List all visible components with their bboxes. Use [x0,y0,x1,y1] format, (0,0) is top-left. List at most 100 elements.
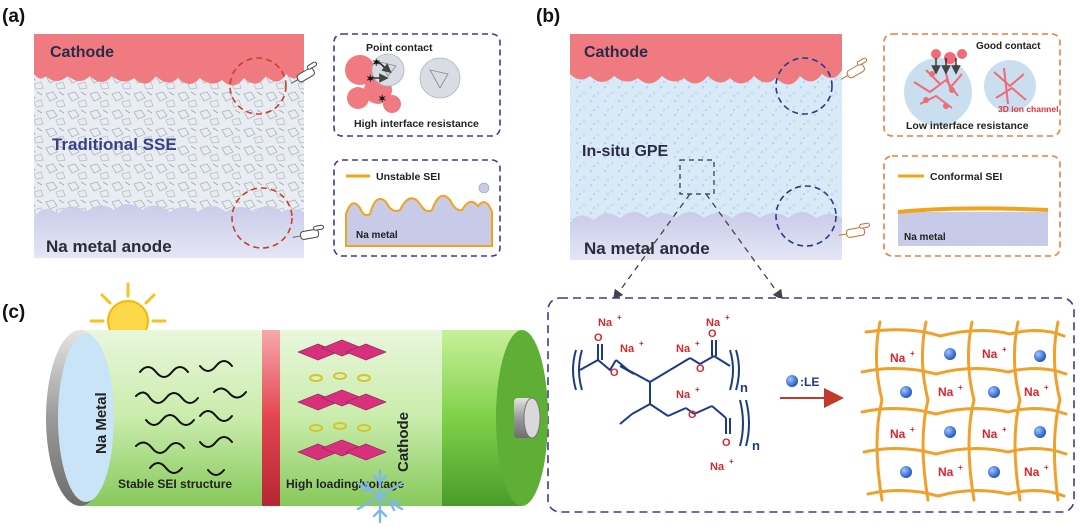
svg-text:+: + [695,339,700,348]
oxygen-label: O [594,332,603,344]
svg-text:+: + [1002,345,1007,354]
electrolyte-label-a: Traditional SSE [52,135,177,154]
svg-text:Na: Na [710,461,725,473]
oxygen-label: O [610,367,619,379]
svg-text:+: + [725,313,730,322]
battery-terminal-tip [523,397,541,439]
oxygen-label: O [708,328,717,340]
svg-text:+: + [910,349,915,358]
svg-text:+: + [729,457,734,466]
oxygen-label: O [688,409,697,421]
good-contact-illustration [904,49,1036,126]
stable-sei-caption: Stable SEI structure [118,477,232,491]
svg-text:Na: Na [982,347,998,361]
zoom-box-b [679,159,715,195]
svg-text:Na: Na [676,343,691,355]
svg-text:+: + [958,463,963,472]
svg-text:✶: ✶ [378,94,386,105]
inset-title-good-contact: Good contact [976,41,1041,52]
inset-title-conformal-sei: Conformal SEI [930,171,1002,183]
inset-caption-high-resistance: High interface resistance [354,118,479,130]
svg-text:+: + [1044,383,1049,392]
svg-text:Na: Na [598,317,613,329]
cathode-label-a: Cathode [50,44,114,61]
panel-b: (b) Cathode Na metal anode In-situ GPE G… [536,6,1075,513]
polymer-atoms: O O O O O O n n Na + Na + Na + Na + Na + Na + [594,313,760,473]
svg-text:Na: Na [982,427,998,441]
crosslinked-network [860,320,1068,502]
zoom-circle-top-a [229,57,287,115]
svg-text:+: + [695,385,700,394]
inset-title-unstable-sei: Unstable SEI [376,171,440,183]
na-ion: Na + [706,313,730,329]
na-ion: Na+ [938,383,963,399]
na-metal-label-b: Na metal [904,232,946,243]
panel-c: (c) [2,282,548,524]
na-ion: Na + [890,425,915,441]
svg-text:Na: Na [620,343,635,355]
high-loading-caption: High loading/voltage [286,477,404,491]
snowflake-icon [356,468,404,524]
svg-text:Na: Na [706,317,721,329]
electrolyte-label-b: In-situ GPE [582,143,669,160]
polymer-chains [135,360,247,476]
cathode-layer-a [34,34,304,86]
polymer-structure [572,340,750,447]
na-ion: Na + [982,425,1007,441]
zoom-circle-bottom-b [775,185,837,247]
le-balls [900,348,1046,478]
dendrite-particle [478,182,490,194]
repeat-n: n [740,380,748,395]
cathode-label-b: Cathode [584,44,648,61]
na-ion: Na + [982,345,1007,361]
svg-text:✶: ✶ [366,74,374,85]
na-ion: Na + [890,349,915,365]
hand-icon [840,57,868,80]
point-contact-illustration: ✶ ✶ ✶ [345,53,461,113]
cathode-layer-b [570,34,842,85]
inset-title-point-contact: Point contact [366,42,433,54]
na-ion: Na + [598,313,622,329]
le-ball-legend [786,375,798,387]
svg-text:✶: ✶ [372,58,380,69]
oxygen-label: O [722,437,731,449]
mesh-ions: Na+ Na+ Na+ Na+ Na+ Na+ Na+ Na+ [890,345,1049,479]
na-ion: Na + [938,463,963,479]
svg-text:Na: Na [676,389,691,401]
svg-text:+: + [910,425,915,434]
ion-channel-label: 3D ion channel [998,104,1058,114]
inset-caption-low-resistance: Low interface resistance [906,120,1029,132]
hand-icon [838,222,870,238]
svg-text:+: + [1044,463,1049,472]
cathode-battery-label: Cathode [395,412,412,472]
svg-text:+: + [617,313,622,322]
cathode-layers [297,339,387,461]
na-metal-battery-label: Na Metal [93,392,110,454]
svg-text:Na: Na [890,351,906,365]
sse-layer [34,70,304,218]
repeat-n: n [752,438,760,453]
na-ion: Na+ [1024,383,1049,399]
zoom-circle-top-b [775,57,833,115]
conformal-sei-layer [897,206,1049,214]
na-ion: Na + [620,339,644,355]
panel-a-tag: (a) [2,6,25,27]
separator-band [262,330,280,506]
oxygen-label: O [696,363,705,375]
na-metal-dendrites [345,194,493,247]
anode-label-b: Na metal anode [584,239,710,258]
panel-a: (a) Cathode Na metal anode Traditional S… [2,6,501,258]
svg-text:+: + [639,339,644,348]
panel-c-tag: (c) [2,302,25,323]
svg-text:Na: Na [938,465,954,479]
hand-icon [292,224,324,240]
na-ion: Na + [710,457,734,473]
chemistry-box [547,297,1075,513]
na-ion: Na + [676,385,700,401]
svg-text:+: + [1002,425,1007,434]
le-legend-label: :LE [800,375,819,389]
svg-text:Na: Na [890,427,906,441]
anode-layer-a [34,204,304,258]
panel-b-tag: (b) [536,6,560,27]
